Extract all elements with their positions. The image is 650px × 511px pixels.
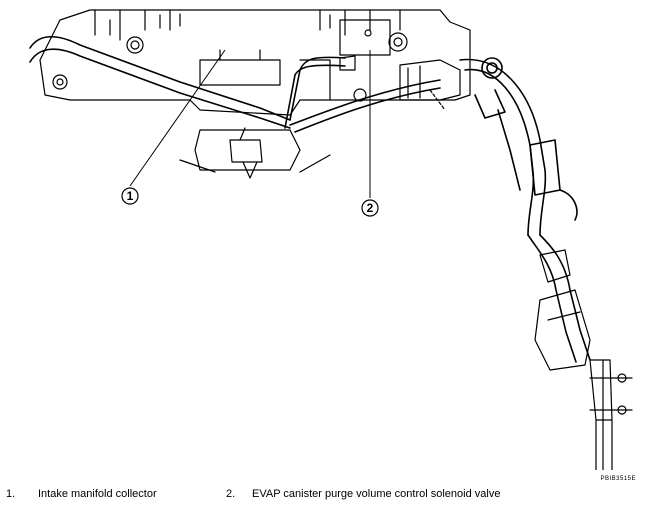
legend-item-2: 2. EVAP canister purge volume control so… bbox=[226, 488, 500, 500]
callout-2: 2 bbox=[361, 50, 379, 217]
callout-2-number: 2 bbox=[367, 201, 374, 215]
callout-1: 1 bbox=[121, 49, 226, 205]
evap-purge-solenoid-valve bbox=[339, 55, 461, 111]
canister-bracket bbox=[534, 249, 633, 470]
legend-text: Intake manifold collector bbox=[38, 488, 157, 500]
legend-item-1: 1. Intake manifold collector bbox=[6, 488, 157, 500]
legend-number: 1. bbox=[6, 488, 16, 500]
figure-code: PBIB3515E bbox=[600, 476, 636, 482]
throttle-body-mount bbox=[179, 127, 331, 179]
legend: 1. Intake manifold collector 2. EVAP can… bbox=[0, 488, 650, 506]
purge-hose bbox=[29, 35, 441, 133]
legend-number: 2. bbox=[226, 488, 236, 500]
callout-1-number: 1 bbox=[127, 189, 134, 203]
engine-hose-diagram: 1 2 bbox=[29, 9, 633, 470]
vacuum-hose-right bbox=[459, 57, 591, 363]
legend-text: EVAP canister purge volume control solen… bbox=[252, 488, 501, 500]
intake-manifold-collector bbox=[39, 9, 471, 116]
